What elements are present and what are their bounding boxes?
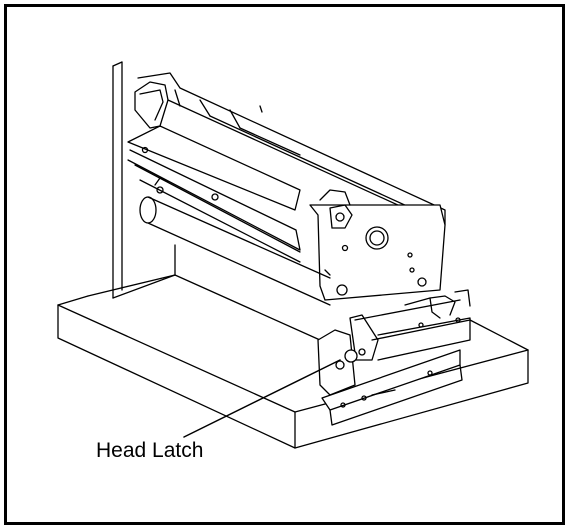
printhead-assembly (127, 72, 446, 263)
platen-roller (139, 196, 331, 341)
lower-bracket-rail (321, 349, 463, 426)
head-latch-leader-line (183, 359, 341, 438)
side-frame-plate (309, 189, 446, 301)
head-latch-label: Head Latch (96, 439, 204, 462)
back-wall (112, 61, 176, 299)
figure-frame (4, 4, 565, 525)
base-plate (57, 274, 529, 449)
